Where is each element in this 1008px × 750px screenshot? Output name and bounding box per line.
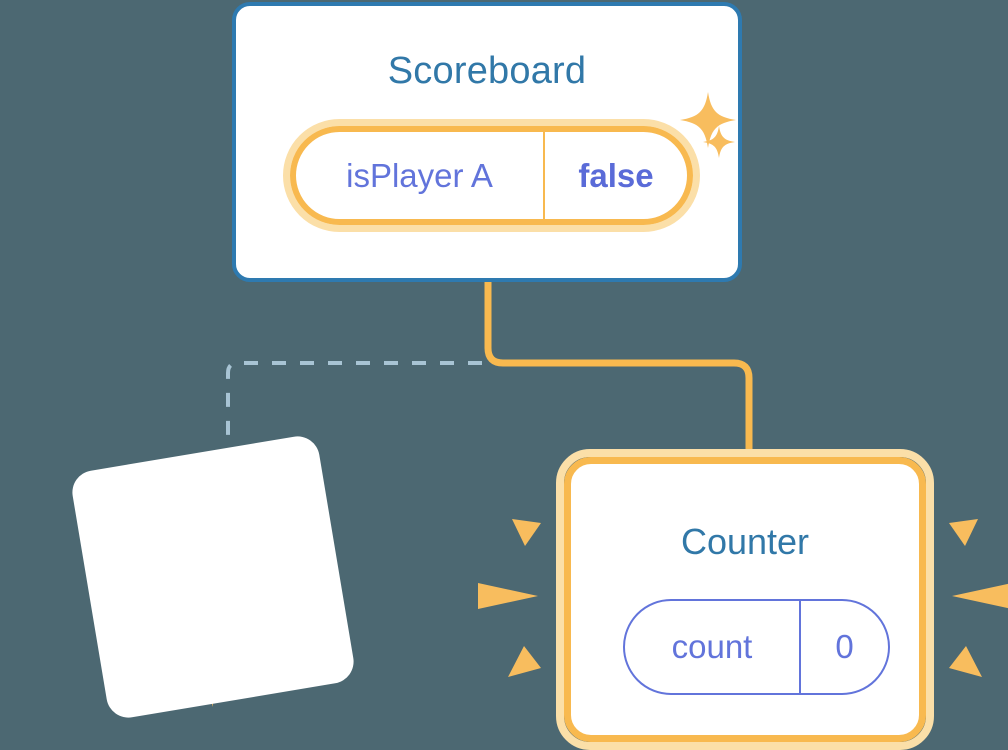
counter-state-key: count [625, 601, 801, 693]
counter-card[interactable]: Counter count 0 [556, 449, 934, 750]
counter-highlight-ring [556, 449, 934, 750]
scoreboard-title: Scoreboard [387, 50, 587, 92]
counter-burst-rays-right [949, 519, 1008, 677]
counter-state-value: 0 [835, 628, 854, 665]
connector-scoreboard-to-blank-card [226, 361, 482, 478]
counter-state-pill[interactable]: count 0 [623, 599, 890, 695]
scoreboard-state-pill[interactable]: isPlayer A false [283, 119, 700, 232]
pill-highlight-ring [283, 119, 700, 232]
sparkle-large-icon [680, 92, 736, 148]
scoreboard-state-value: false [578, 156, 654, 194]
counter-title: Counter [680, 521, 810, 562]
scoreboard-card[interactable]: Scoreboard isPlayer A false [232, 2, 742, 282]
sparkle-small-icon [703, 126, 735, 158]
blank-component-card[interactable] [69, 433, 357, 721]
counter-card-body: Counter count 0 [564, 457, 926, 742]
counter-burst-rays-left [478, 519, 541, 677]
pill-body: isPlayer A false [290, 126, 693, 225]
connector-scoreboard-to-counter [484, 282, 753, 462]
scoreboard-state-key: isPlayer A [296, 132, 545, 219]
